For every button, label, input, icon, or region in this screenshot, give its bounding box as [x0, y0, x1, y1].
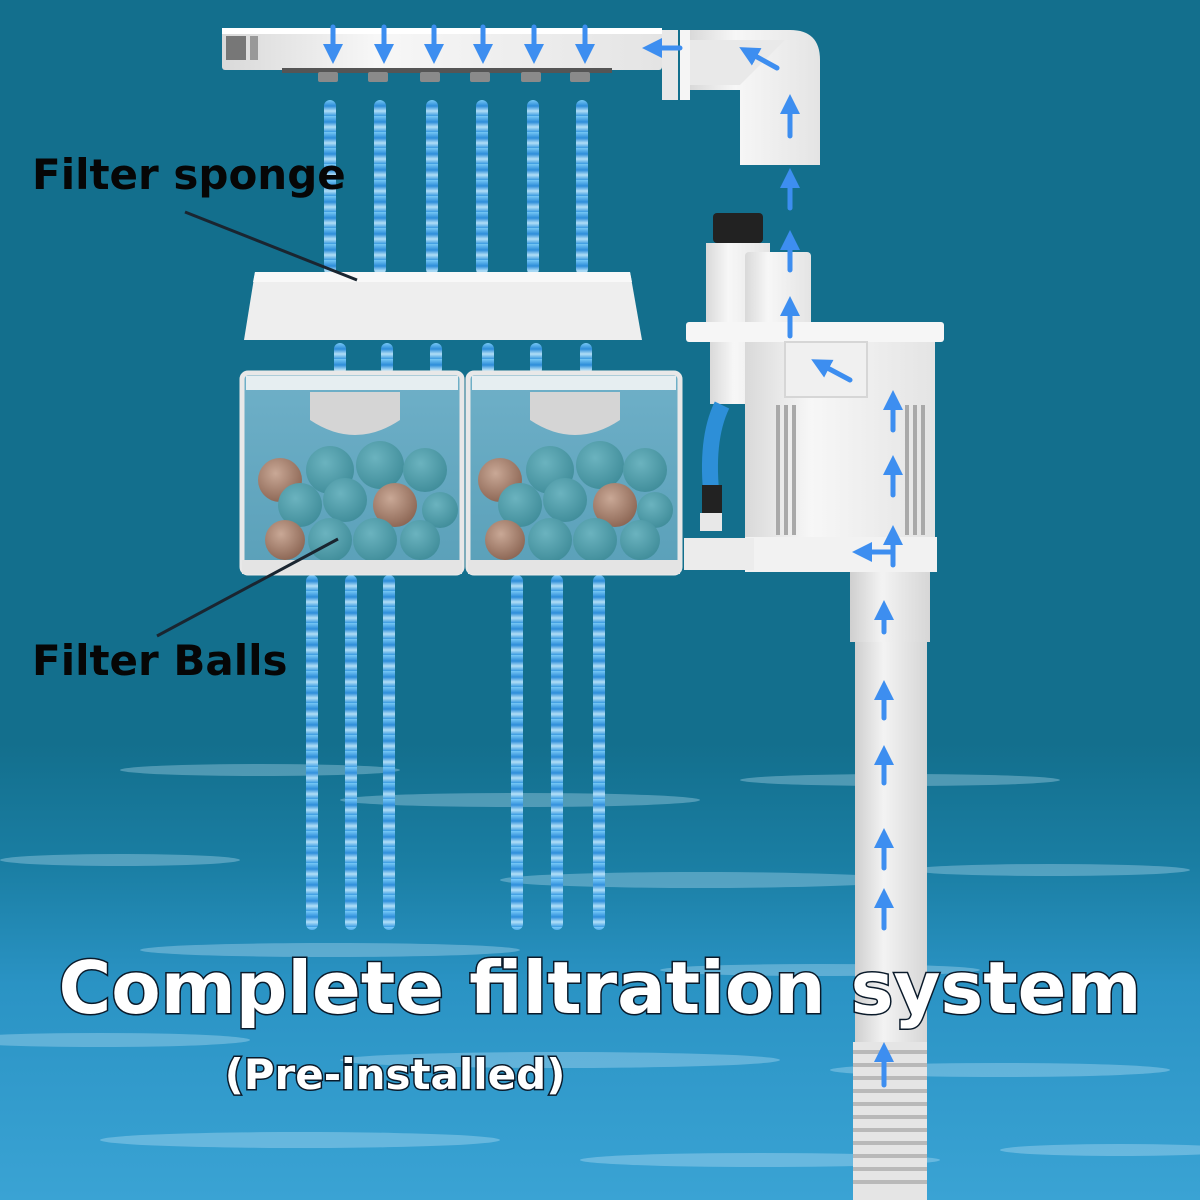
leader-line-filter-balls: [156, 537, 339, 638]
intake-strainer: [853, 1042, 927, 1200]
water-stream: [527, 100, 539, 275]
leader-lines: [156, 210, 358, 638]
water-stream: [593, 575, 605, 930]
label-filter-sponge: Filter sponge: [32, 150, 346, 199]
adjustment-knob: [713, 213, 763, 243]
water-stream: [580, 343, 592, 375]
water-stream: [476, 100, 488, 275]
intake-tube: [850, 572, 930, 1200]
upward-flow-arrows: [780, 168, 903, 1088]
water-stream: [383, 575, 395, 930]
filter-sponge: [244, 272, 642, 340]
water-stream: [551, 575, 563, 930]
water-stream: [482, 343, 494, 375]
spray-bar: [222, 28, 690, 100]
water-stream: [334, 343, 346, 375]
filter-box-right: [465, 370, 683, 576]
headline-title: Complete filtration system: [57, 946, 1143, 1030]
water-stream: [430, 343, 442, 375]
pump-housing: [684, 213, 944, 572]
label-filter-balls: Filter Balls: [32, 636, 288, 685]
water-stream: [381, 343, 393, 375]
filter-box-left: [239, 370, 465, 576]
water-stream: [576, 100, 588, 275]
water-stream: [426, 100, 438, 275]
leader-line-filter-sponge: [184, 210, 358, 282]
water-stream: [345, 575, 357, 930]
water-stream: [511, 575, 523, 930]
water-stream: [374, 100, 386, 275]
water-stream: [306, 575, 318, 930]
water-stream: [530, 343, 542, 375]
elbow-outlet: [690, 30, 820, 165]
water-stream: [324, 100, 336, 275]
headline-subtitle: (Pre-installed): [223, 1049, 567, 1101]
downward-flow-arrows: [323, 24, 800, 139]
